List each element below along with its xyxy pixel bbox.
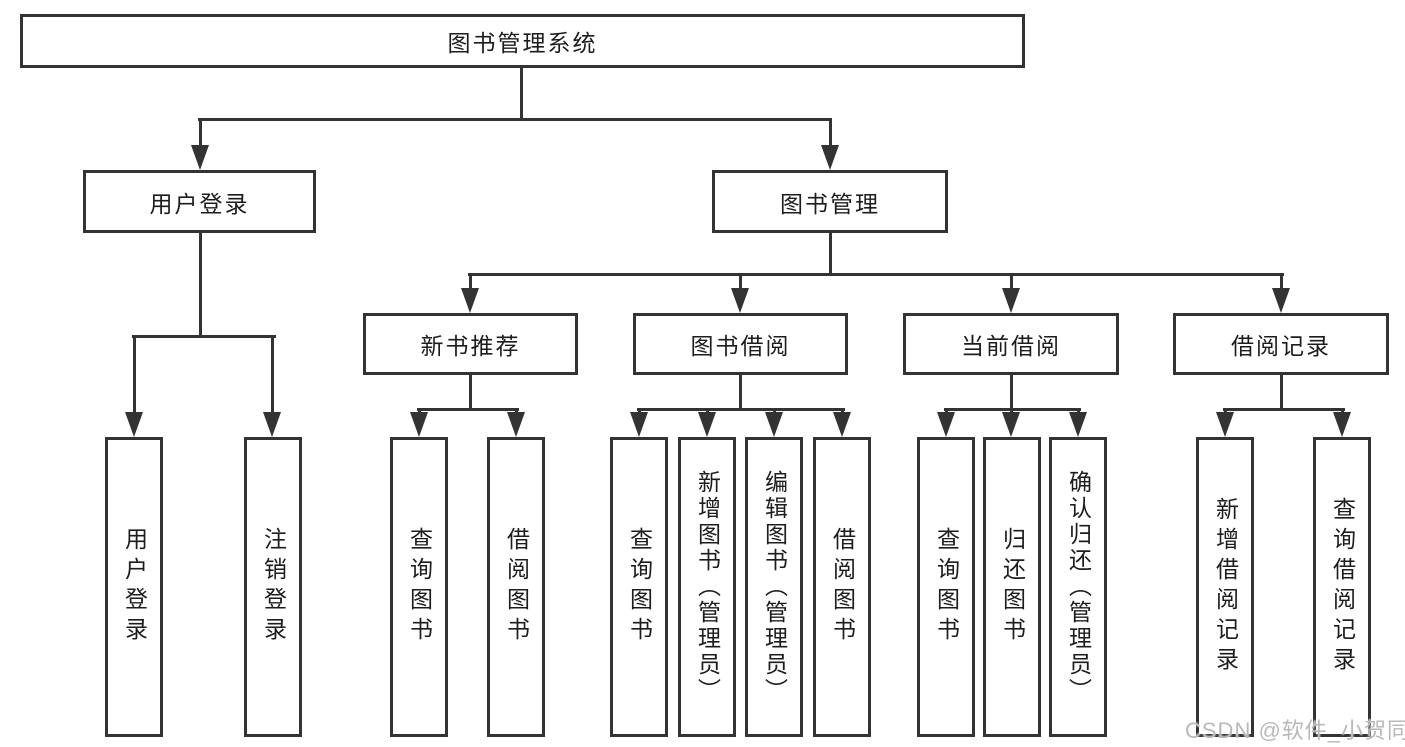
node-label: 图书借阅 — [690, 333, 791, 359]
connector-stem — [271, 335, 274, 414]
node-label: 新书推荐 — [420, 333, 521, 359]
node-label: 新增图书（管理员） — [694, 470, 721, 704]
leaf-query-borrow-record: 查询借阅记录 — [1313, 437, 1371, 737]
connector-borrow-hline — [637, 408, 845, 411]
connector-recommend-hline — [417, 408, 519, 411]
node-label: 图书管理 — [780, 190, 880, 217]
node-label: 借阅图书 — [503, 527, 530, 647]
arrow-down-icon — [410, 412, 428, 437]
arrow-down-icon — [821, 145, 839, 170]
node-book-borrow: 图书借阅 — [633, 313, 848, 375]
watermark-text: CSDN @软件_小贺同学 — [1185, 718, 1405, 743]
leaf-borrow-books: 借阅图书 — [813, 437, 871, 737]
connector-stem — [829, 118, 832, 147]
connector-mgmt-vline — [829, 233, 832, 276]
connector-stem — [773, 408, 776, 414]
node-label: 用户登录 — [149, 190, 250, 217]
arrow-down-icon — [630, 412, 648, 437]
arrow-down-icon — [765, 412, 783, 437]
leaf-add-borrow-record: 新增借阅记录 — [1196, 437, 1254, 737]
connector-stem — [1280, 273, 1283, 290]
node-label: 编辑图书（管理员） — [761, 470, 788, 704]
arrow-down-icon — [461, 288, 479, 313]
connector-stem — [945, 408, 948, 414]
node-label: 图书管理系统 — [447, 30, 598, 56]
connector-stem — [706, 408, 709, 414]
connector-stem — [469, 273, 472, 290]
node-library-management-system: 图书管理系统 — [20, 14, 1025, 68]
connector-user-hline — [132, 335, 276, 338]
leaf-recommend-borrow-books: 借阅图书 — [487, 437, 545, 737]
connector-stem — [199, 118, 202, 147]
arrow-down-icon — [1216, 412, 1234, 437]
arrow-down-icon — [1272, 288, 1290, 313]
arrow-down-icon — [937, 412, 955, 437]
arrow-down-icon — [1002, 412, 1020, 437]
arrow-down-icon — [731, 288, 749, 313]
arrow-down-icon — [1069, 412, 1087, 437]
node-borrow-records: 借阅记录 — [1173, 313, 1389, 375]
connector-stem — [1010, 273, 1013, 290]
arrow-down-icon — [125, 412, 143, 437]
connector-stem — [133, 335, 136, 414]
connector-current-vline — [1010, 375, 1013, 411]
node-label: 查询借阅记录 — [1329, 497, 1356, 677]
leaf-user-login: 用户登录 — [105, 437, 163, 737]
arrow-down-icon — [263, 412, 281, 437]
arrow-down-icon — [1002, 288, 1020, 313]
connector-mgmt-hline — [468, 273, 1284, 276]
node-label: 借阅记录 — [1231, 333, 1331, 359]
connector-stem — [1010, 408, 1013, 414]
leaf-add-book-admin: 新增图书（管理员） — [678, 437, 736, 737]
node-label: 新增借阅记录 — [1212, 497, 1239, 677]
connector-stem — [418, 408, 421, 414]
node-label: 查询图书 — [933, 527, 960, 647]
leaf-confirm-return-admin: 确认归还（管理员） — [1049, 437, 1107, 737]
leaf-current-query-books: 查询图书 — [917, 437, 975, 737]
connector-stem — [1224, 408, 1227, 414]
connector-stem — [515, 408, 518, 414]
connector-borrow-vline — [739, 375, 742, 411]
node-new-book-recommend: 新书推荐 — [363, 313, 578, 375]
node-label: 借阅图书 — [829, 527, 856, 647]
connector-stem — [638, 408, 641, 414]
connector-records-hline — [1223, 408, 1345, 411]
node-label: 注销登录 — [260, 527, 287, 647]
node-label: 确认归还（管理员） — [1065, 470, 1092, 704]
node-label: 查询图书 — [626, 527, 653, 647]
node-label: 当前借阅 — [961, 333, 1061, 359]
leaf-edit-book-admin: 编辑图书（管理员） — [745, 437, 803, 737]
connector-root-vline — [520, 68, 523, 121]
arrow-down-icon — [698, 412, 716, 437]
node-current-borrow: 当前借阅 — [903, 313, 1119, 375]
connector-stem — [841, 408, 844, 414]
arrow-down-icon — [507, 412, 525, 437]
leaf-logout: 注销登录 — [244, 437, 302, 737]
connector-root-hline — [198, 118, 832, 121]
connector-user-vline — [199, 233, 202, 338]
node-user-login: 用户登录 — [83, 170, 316, 233]
node-book-management: 图书管理 — [712, 170, 948, 233]
leaf-borrow-query-books: 查询图书 — [610, 437, 668, 737]
connector-recommend-vline — [469, 375, 472, 411]
leaf-return-book: 归还图书 — [983, 437, 1041, 737]
node-label: 用户登录 — [121, 527, 148, 647]
connector-stem — [1341, 408, 1344, 414]
arrow-down-icon — [833, 412, 851, 437]
connector-stem — [1077, 408, 1080, 414]
connector-records-vline — [1280, 375, 1283, 411]
node-label: 归还图书 — [999, 527, 1026, 647]
arrow-down-icon — [1333, 412, 1351, 437]
node-label: 查询图书 — [406, 527, 433, 647]
connector-stem — [739, 273, 742, 290]
arrow-down-icon — [191, 145, 209, 170]
leaf-recommend-query-books: 查询图书 — [390, 437, 448, 737]
